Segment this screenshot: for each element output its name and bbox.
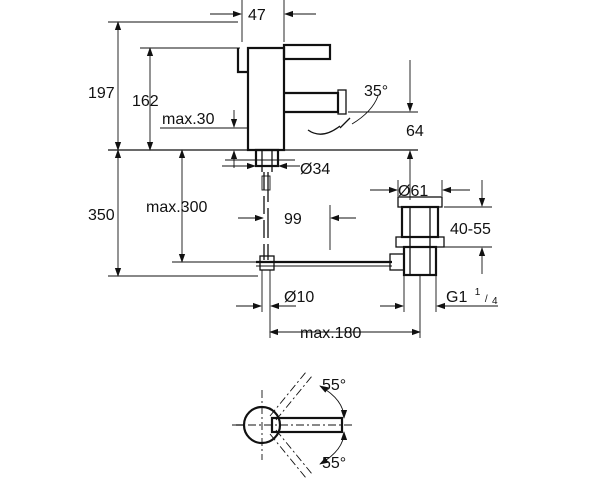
swing-line-top (269, 371, 313, 421)
waste-nut (395, 236, 445, 248)
thread-den: 4 (492, 296, 498, 307)
label-350: 350 (88, 207, 115, 224)
thread-num: 1 (475, 287, 481, 298)
label-197: 197 (88, 85, 115, 102)
arc-55-bottom (319, 431, 348, 465)
rod-joint (259, 255, 275, 271)
mounting-shank (254, 148, 280, 168)
flow-curve (307, 125, 341, 135)
label-55-bottom: 55° (322, 455, 346, 472)
label-max30: max.30 (162, 111, 215, 128)
label-55-top: 55° (322, 377, 346, 394)
dimension-lines (108, 0, 498, 338)
flow-angle-line (339, 117, 351, 129)
label-max300: max.300 (146, 199, 207, 216)
lever-back (236, 48, 248, 74)
top-view-lever (270, 416, 344, 434)
label-40-55: 40-55 (450, 221, 491, 238)
waste-valve (389, 196, 445, 277)
waste-body-top (400, 205, 440, 239)
label-dia34: Ø34 (300, 161, 330, 178)
label-max180: max.180 (300, 325, 361, 342)
tap-top-view (232, 371, 352, 479)
lever-handle (282, 43, 332, 61)
spout (284, 91, 340, 114)
label-thread: G1 1 / 4 (446, 282, 498, 307)
rod-clamp (261, 175, 271, 191)
label-47: 47 (248, 7, 266, 24)
tap-side-view (108, 43, 418, 271)
thread-slash: / (485, 294, 488, 305)
label-99: 99 (284, 211, 302, 228)
label-dia10: Ø10 (284, 289, 314, 306)
thread-base: G1 (446, 289, 467, 306)
spout-tip (337, 89, 347, 115)
arc-55-top (319, 385, 348, 419)
dimension-labels: 47 197 162 max.30 35° 64 Ø34 350 max.300… (88, 7, 498, 472)
label-dia61: Ø61 (398, 183, 428, 200)
label-162: 162 (132, 93, 159, 110)
waste-body-bottom (402, 245, 438, 277)
label-64: 64 (406, 123, 424, 140)
swing-line-bottom (269, 429, 313, 479)
label-35deg: 35° (364, 83, 388, 100)
dim-35-arc (351, 95, 379, 125)
waste-side-port (389, 253, 405, 271)
tap-body (246, 46, 286, 152)
